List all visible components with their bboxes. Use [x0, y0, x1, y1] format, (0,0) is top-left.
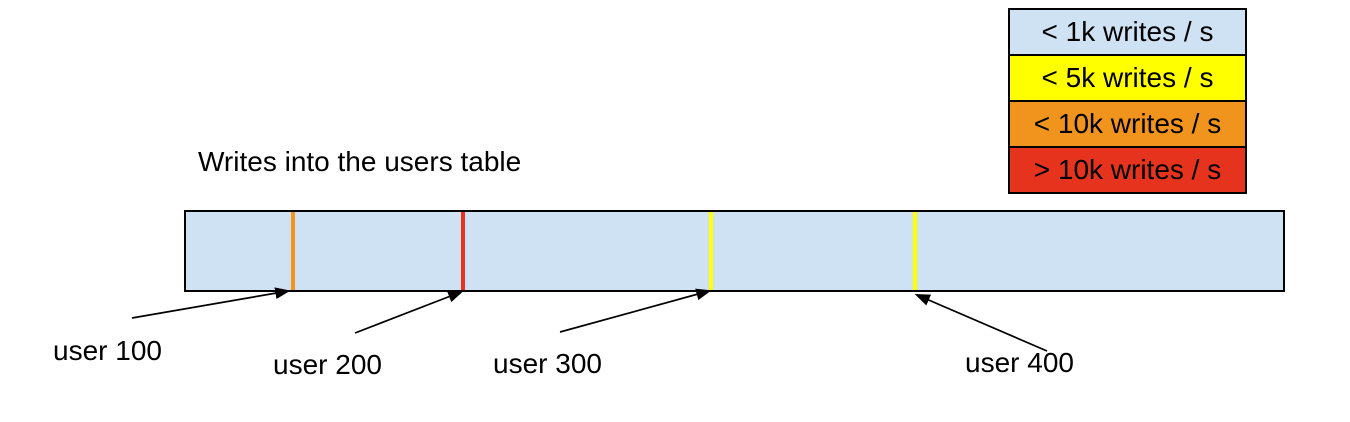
tick-user-400	[913, 212, 917, 290]
legend-item-over-10k: > 10k writes / s	[1008, 146, 1247, 194]
legend: < 1k writes / s < 5k writes / s < 10k wr…	[1008, 8, 1247, 194]
legend-item-label: > 10k writes / s	[1033, 154, 1222, 185]
legend-item-label: < 5k writes / s	[1041, 62, 1214, 93]
legend-item-label: < 1k writes / s	[1041, 16, 1214, 47]
legend-item-under-1k: < 1k writes / s	[1008, 8, 1247, 56]
legend-item-label: < 10k writes / s	[1033, 108, 1222, 139]
diagram-title: Writes into the users table	[198, 146, 522, 177]
legend-item-under-10k: < 10k writes / s	[1008, 100, 1247, 148]
arrow-user-200	[354, 291, 464, 334]
arrow-user-300	[559, 288, 712, 333]
tick-user-300	[709, 212, 713, 290]
user-400-label: user 400	[965, 347, 1074, 378]
arrow-user-100	[131, 287, 291, 319]
user-300-label: user 300	[493, 348, 602, 379]
users-table-bar	[184, 210, 1285, 292]
user-100-label: user 100	[53, 335, 162, 366]
tick-user-200	[461, 212, 465, 290]
tick-user-100	[291, 212, 295, 290]
user-200-label: user 200	[273, 349, 382, 380]
arrow-user-400	[914, 293, 1048, 352]
legend-item-under-5k: < 5k writes / s	[1008, 54, 1247, 102]
